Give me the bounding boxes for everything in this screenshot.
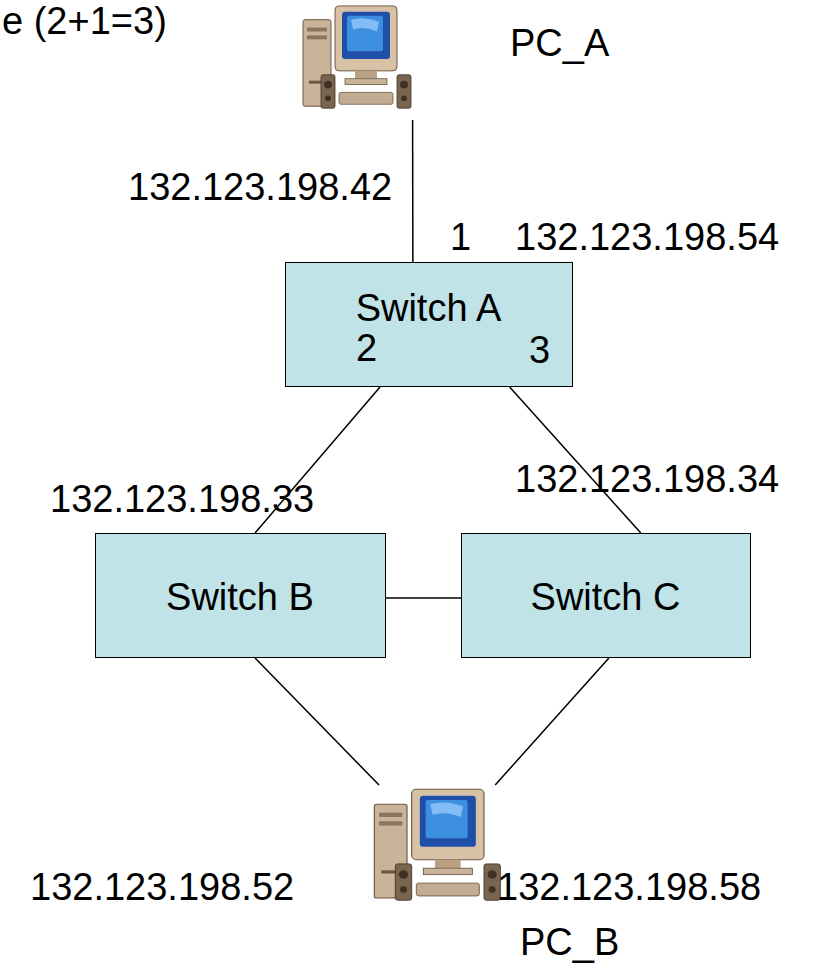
network-link bbox=[386, 597, 461, 599]
switch-box: Switch C bbox=[461, 533, 751, 658]
computer-name: PC_B bbox=[520, 921, 619, 963]
switch-name: Switch A bbox=[356, 287, 502, 329]
ip-address: 132.123.198.52 bbox=[30, 866, 294, 908]
computer-icon bbox=[365, 785, 505, 913]
ip-address: 132.123.198.34 bbox=[515, 458, 779, 500]
port-number: 3 bbox=[529, 329, 550, 371]
switch-box: Switch B bbox=[95, 533, 386, 658]
computer-name: PC_A bbox=[510, 22, 609, 64]
switch-name: Switch B bbox=[166, 576, 314, 618]
pc-icon: PC_B bbox=[365, 785, 505, 913]
network-link bbox=[412, 120, 414, 262]
port-number: 1 bbox=[450, 216, 471, 258]
computer-icon bbox=[295, 2, 415, 120]
caption-fragment: e (2+1=3) bbox=[2, 0, 167, 42]
switch-box: Switch A2 3 bbox=[285, 262, 573, 387]
switch-name: Switch C bbox=[531, 576, 681, 618]
port-number: 2 bbox=[356, 327, 377, 369]
pc-icon: PC_A bbox=[295, 2, 415, 120]
ip-address: 132.123.198.33 bbox=[50, 478, 314, 520]
network-link bbox=[255, 658, 379, 785]
ip-address: 132.123.198.54 bbox=[515, 216, 779, 258]
ip-address: 132.123.198.42 bbox=[128, 166, 392, 208]
ip-address: 132.123.198.58 bbox=[497, 866, 761, 908]
network-link bbox=[495, 658, 609, 785]
